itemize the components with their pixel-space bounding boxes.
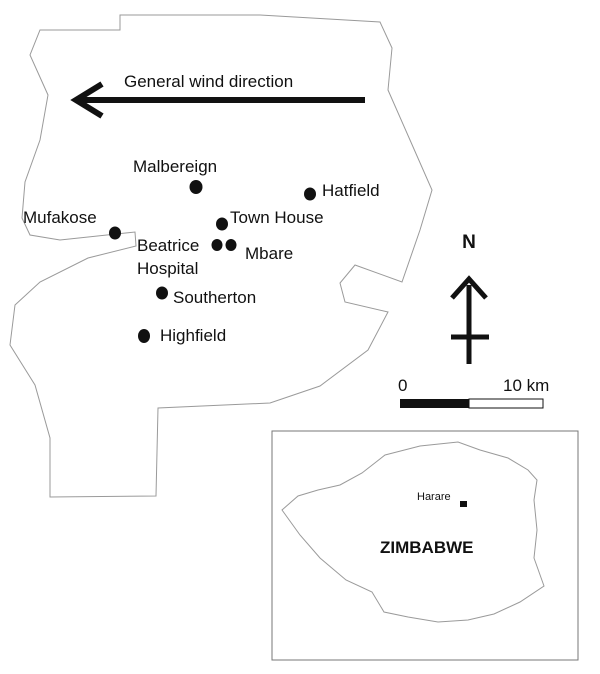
label-beatrice: Beatrice (137, 236, 199, 255)
label-mbare: Mbare (245, 244, 293, 263)
scale-bar (400, 398, 544, 409)
label-highfield: Highfield (160, 326, 226, 345)
marker-malbereign (189, 180, 203, 194)
zimbabwe-outline (281, 441, 545, 623)
scale-start-label: 0 (398, 376, 407, 395)
marker-highfield (138, 329, 150, 343)
harare-marker (460, 501, 467, 507)
label-mufakose: Mufakose (23, 208, 97, 227)
north-arrow-icon (450, 275, 489, 364)
label-southerton: Southerton (173, 288, 256, 307)
marker-mufakose (109, 226, 121, 240)
scale-end-label: 10 km (503, 376, 549, 395)
harare-boundary (9, 14, 433, 498)
marker-mbare (225, 239, 237, 251)
marker-town-house (216, 217, 228, 231)
label-hatfield: Hatfield (322, 181, 380, 200)
marker-beatrice-hospital (211, 239, 223, 251)
marker-southerton (156, 286, 168, 300)
label-town-house: Town House (230, 208, 324, 227)
inset-harare-label: Harare (417, 491, 451, 503)
inset-country-label: ZIMBABWE (380, 538, 473, 557)
marker-hatfield (304, 187, 316, 201)
wind-direction-label: General wind direction (124, 72, 293, 91)
wind-arrow (70, 81, 365, 119)
north-label: N (462, 232, 476, 253)
label-hospital: Hospital (137, 259, 198, 278)
label-malbereign: Malbereign (133, 157, 217, 176)
